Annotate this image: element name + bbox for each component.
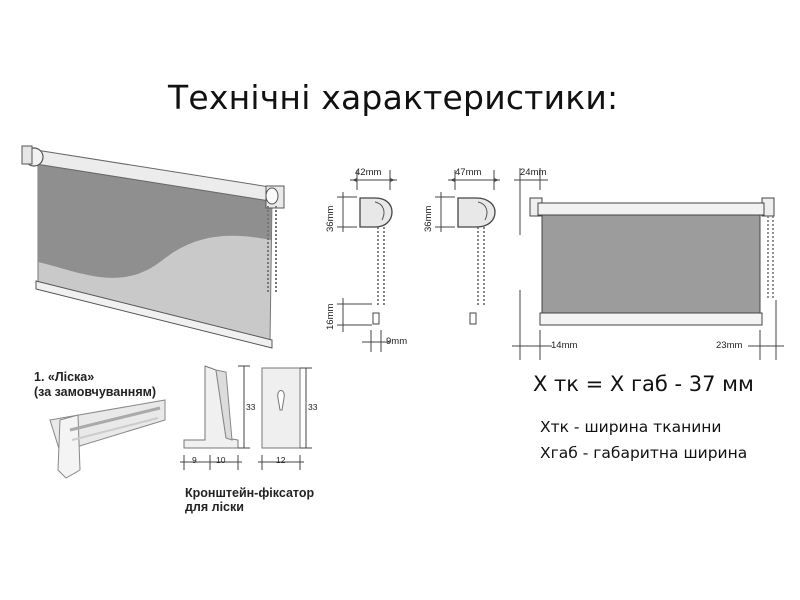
dim-9mm: 9mm bbox=[386, 336, 408, 347]
dim-23mm: 23mm bbox=[716, 340, 743, 351]
profile-47 bbox=[435, 170, 500, 325]
rod-label-title: 1. «Ліска» bbox=[34, 370, 95, 384]
width-formula: Х тк = Х габ - 37 мм bbox=[533, 372, 754, 396]
rod-closeup-illustration bbox=[49, 399, 166, 479]
dim-24mm: 24mm bbox=[520, 167, 547, 178]
bracket-caption-title: Кронштейн-фіксатор bbox=[185, 486, 315, 500]
dim-bracket-33-b: 33 bbox=[308, 402, 318, 412]
dim-14mm: 14mm bbox=[551, 340, 578, 351]
front-view bbox=[512, 168, 784, 360]
dim-42mm: 42mm bbox=[355, 167, 382, 178]
profile-42 bbox=[337, 170, 397, 352]
dim-bracket-9: 9 bbox=[192, 455, 197, 465]
dim-16mm: 16mm bbox=[325, 303, 336, 330]
dim-36mm-a: 36mm bbox=[325, 205, 336, 232]
bracket-drawing bbox=[180, 365, 312, 470]
dim-bracket-10: 10 bbox=[216, 455, 226, 465]
legend-fabric-width: Хтк - ширина тканини bbox=[540, 418, 722, 436]
rod-label-default: (за замовчуванням) bbox=[34, 385, 157, 399]
dim-47mm: 47mm bbox=[455, 167, 482, 178]
dim-36mm-b: 36mm bbox=[423, 205, 434, 232]
dim-bracket-33-a: 33 bbox=[246, 402, 256, 412]
page-title: Технічні характеристики: bbox=[168, 78, 619, 117]
dim-bracket-12: 12 bbox=[276, 455, 286, 465]
roller-blind-illustration bbox=[21, 145, 285, 349]
legend-overall-width: Хгаб - габаритна ширина bbox=[540, 444, 748, 462]
bracket-caption-subtitle: для ліски bbox=[185, 500, 244, 514]
